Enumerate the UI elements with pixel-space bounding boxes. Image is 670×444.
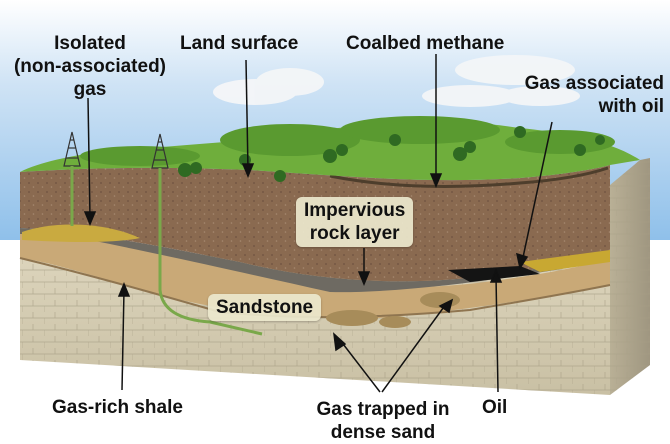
oil-label: Oil bbox=[482, 397, 508, 418]
land-surface-label: Land surface bbox=[180, 33, 299, 54]
isolated-gas-pocket bbox=[22, 224, 140, 242]
trees bbox=[178, 126, 605, 182]
isolated-gas-label-line-1: Isolated bbox=[54, 33, 126, 54]
gas-associated-label: Gas associated with oil bbox=[474, 72, 664, 118]
sandstone-label: Sandstone bbox=[208, 294, 322, 321]
gas-associated-label-line-2: with oil bbox=[598, 96, 664, 117]
isolated-gas-label-line-2: (non-associated) bbox=[13, 56, 167, 77]
clouds bbox=[213, 55, 580, 107]
leader-arrows bbox=[83, 54, 553, 393]
impervious-rock-label-line-1: Impervious bbox=[304, 200, 406, 221]
well-horizontal bbox=[158, 168, 263, 336]
associated-gas-deposit bbox=[520, 250, 610, 272]
coalbed-seam bbox=[329, 166, 609, 189]
gas-rich-shale-label: Gas-rich shale bbox=[52, 397, 183, 418]
impervious-rock-label-line-2: rock layer bbox=[309, 223, 400, 244]
isolated-gas-label-line-3: gas bbox=[73, 79, 107, 100]
gas-trapped-label-line-2: dense sand bbox=[330, 422, 436, 443]
gas-trapped-label-line-1: Gas trapped in bbox=[316, 399, 450, 420]
coalbed-methane-label: Coalbed methane bbox=[346, 33, 505, 54]
gas-trapped-label: Gas trapped in dense sand bbox=[300, 398, 466, 444]
impervious-rock-label: Impervious rock layer bbox=[296, 197, 414, 247]
gas-associated-label-line-1: Gas associated bbox=[524, 73, 664, 94]
hills bbox=[80, 116, 615, 166]
isolated-gas-label: Isolated (non-associated) gas bbox=[8, 32, 172, 101]
